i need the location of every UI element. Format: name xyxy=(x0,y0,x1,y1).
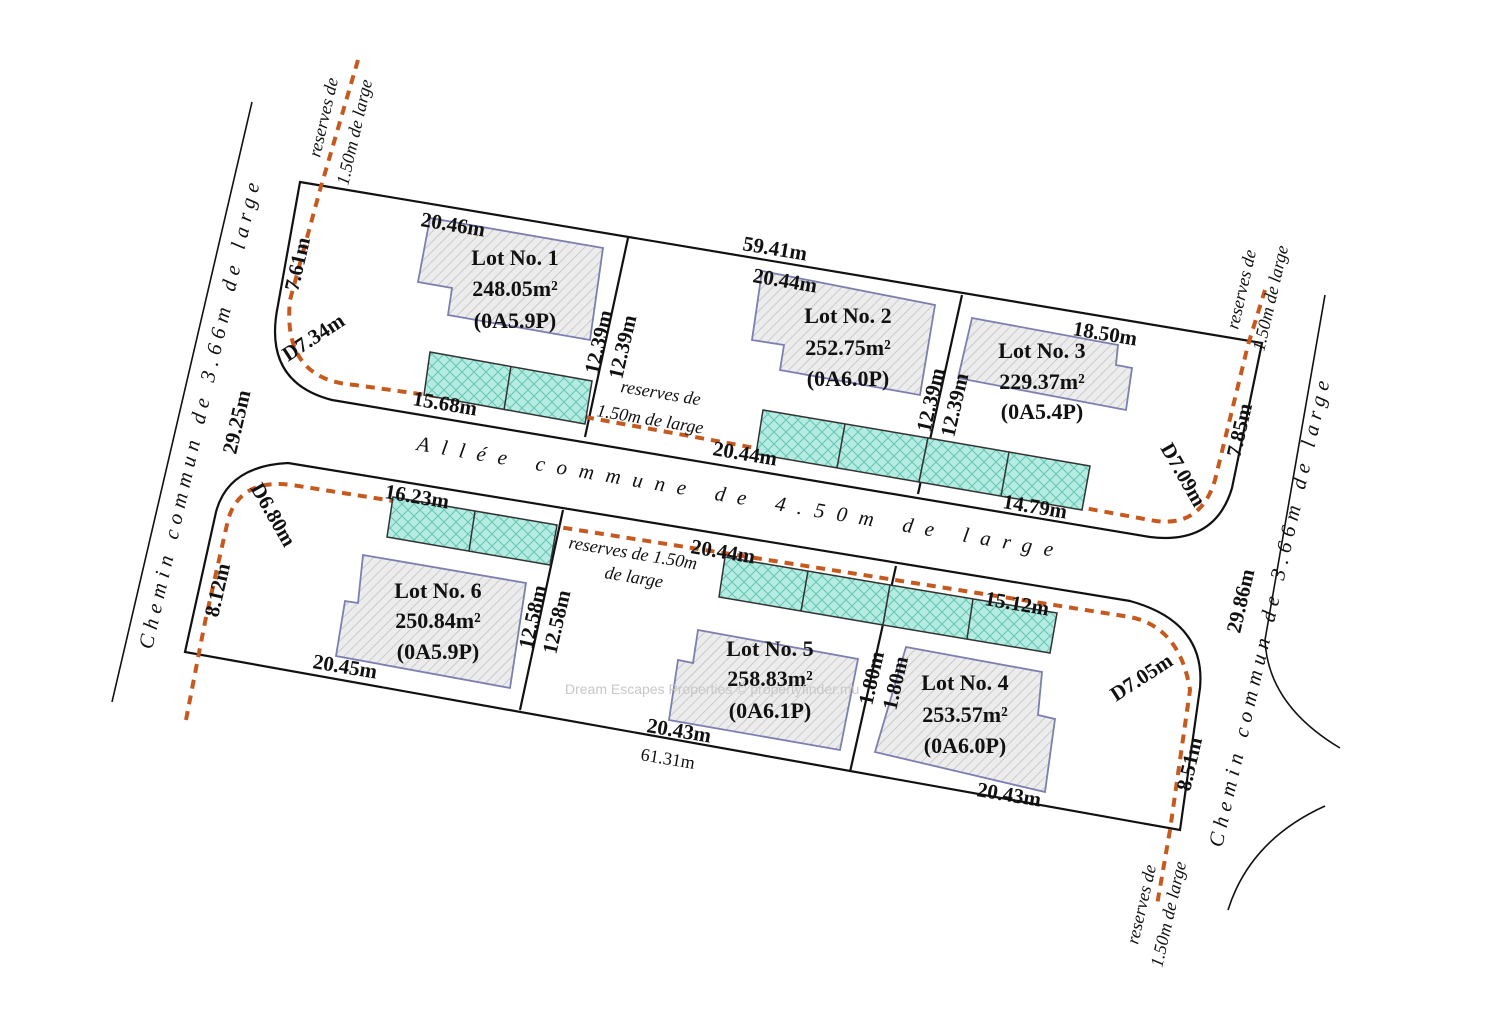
parking-lot4 xyxy=(882,584,1058,654)
house-lot5 xyxy=(667,628,860,752)
svg-text:1.50m de large: 1.50m de large xyxy=(332,77,376,187)
dim-lot4-radius: D7.05m xyxy=(1106,648,1178,706)
dim-south-total: 61.31m xyxy=(639,744,696,773)
dim-west-total: 29.25m xyxy=(217,387,255,456)
dim-lot3-radius: D7.09m xyxy=(1156,439,1212,512)
svg-text:Lot No. 1: Lot No. 1 xyxy=(471,245,558,270)
dim-lot3-right: 7.85m xyxy=(1221,400,1257,459)
lot-label-5: Lot No. 5 258.83m² (0A6.1P) xyxy=(726,636,813,723)
lot-label-4: Lot No. 4 253.57m² (0A6.0P) xyxy=(921,670,1008,758)
house-lot4 xyxy=(873,645,1057,794)
parking-lot2 xyxy=(755,409,929,483)
lot-label-2: Lot No. 2 252.75m² (0A6.0P) xyxy=(804,303,891,391)
junction-curve-ne xyxy=(1264,639,1341,749)
house-lot6 xyxy=(334,553,528,690)
dim-lot6-radius: D6.80m xyxy=(246,479,302,552)
svg-text:229.37m²: 229.37m² xyxy=(999,369,1085,394)
east-road-edge xyxy=(1264,294,1326,641)
parking-lot6 xyxy=(386,496,558,566)
svg-text:Lot No. 3: Lot No. 3 xyxy=(998,338,1085,363)
lot1-lot2-divider xyxy=(583,237,630,438)
lot-label-3: Lot No. 3 229.37m² (0A5.4P) xyxy=(998,338,1085,424)
svg-text:Lot No. 4: Lot No. 4 xyxy=(921,670,1008,695)
dim-lot1-left: 7.61m xyxy=(279,234,315,293)
reserve-note-se: reserves de 1.50m de large xyxy=(1122,859,1190,969)
reserve-note-north-middle: reserves de 1.50m de large xyxy=(595,376,705,438)
svg-text:Lot No. 6: Lot No. 6 xyxy=(394,578,481,603)
svg-text:(0A6.1P): (0A6.1P) xyxy=(729,698,811,723)
lot-label-6: Lot No. 6 250.84m² (0A5.9P) xyxy=(394,578,481,664)
lot-label-1: Lot No. 1 248.05m² (0A5.9P) xyxy=(471,245,558,333)
svg-text:Lot No. 5: Lot No. 5 xyxy=(726,636,813,661)
svg-text:reserves de: reserves de xyxy=(304,76,342,159)
north-block-boundary xyxy=(273,180,1264,540)
parking-lot3 xyxy=(918,437,1091,511)
svg-text:258.83m²: 258.83m² xyxy=(727,666,813,691)
reserve-note-ne: reserves de 1.50m de large xyxy=(1222,243,1292,353)
svg-text:250.84m²: 250.84m² xyxy=(395,608,481,633)
dim-lot6-left: 8.12m xyxy=(199,560,235,619)
svg-text:(0A5.9P): (0A5.9P) xyxy=(474,308,556,333)
house-lot1 xyxy=(416,216,605,342)
svg-text:(0A6.0P): (0A6.0P) xyxy=(807,366,889,391)
dim-north-total: 59.41m xyxy=(741,231,809,265)
svg-text:(0A6.0P): (0A6.0P) xyxy=(924,733,1006,758)
dim-lot1-radius: D7.34m xyxy=(278,308,350,366)
junction-curve-se xyxy=(1227,805,1326,911)
reserve-note-nw: reserves de 1.50m de large xyxy=(304,76,376,187)
dim-lot5-top: 20.44m xyxy=(689,534,757,568)
parking-lot1 xyxy=(423,351,593,425)
svg-text:(0A5.4P): (0A5.4P) xyxy=(1001,399,1083,424)
dim-lot4-right: 8.51m xyxy=(1171,734,1207,793)
house-lot2 xyxy=(750,269,937,397)
reserve-line-lot1 xyxy=(287,59,586,419)
house-lot3 xyxy=(956,316,1134,412)
svg-text:248.05m²: 248.05m² xyxy=(472,276,558,301)
west-road-edge xyxy=(111,101,253,703)
watermark: Dream Escapes Properties © propertyfinde… xyxy=(565,681,859,697)
svg-text:252.75m²: 252.75m² xyxy=(805,335,891,360)
svg-text:(0A5.9P): (0A5.9P) xyxy=(397,639,479,664)
reserve-note-south-middle: reserves de 1.50m de large xyxy=(567,532,698,591)
south-block-boundary xyxy=(183,461,1202,832)
lot6-lot5-divider xyxy=(518,509,565,711)
svg-text:Lot No. 2: Lot No. 2 xyxy=(804,303,891,328)
reserve-line-lot2-lot3 xyxy=(584,289,1267,524)
svg-text:253.57m²: 253.57m² xyxy=(922,702,1008,727)
svg-text:reserves de: reserves de xyxy=(619,376,702,409)
